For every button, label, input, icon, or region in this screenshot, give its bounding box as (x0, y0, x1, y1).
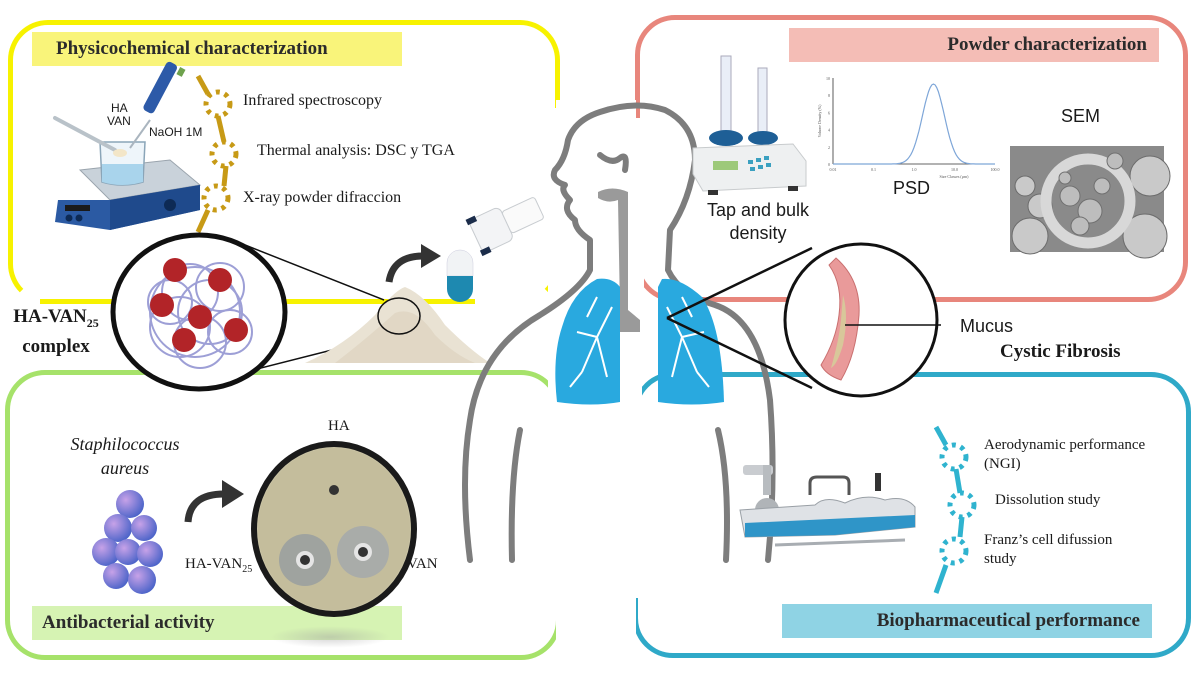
complex-nanoparticle-icon (110, 232, 288, 392)
psd-ytick-label: 0 (828, 162, 830, 167)
plate-label-van: VAN (407, 556, 438, 572)
psd-ytick-label: 6 (828, 110, 830, 115)
sem-label: SEM (1061, 106, 1101, 126)
psd-label: PSD (893, 178, 931, 198)
curved-arrow-icon (385, 244, 441, 283)
capsule-icon (446, 249, 474, 302)
mask-antibac-right (548, 374, 564, 614)
complex-label-main: HA-VAN (13, 306, 87, 327)
trachea-icon (598, 188, 640, 332)
complex-label-line2: complex (22, 335, 90, 357)
shadow-smudge (270, 626, 390, 648)
plate-label-ha-van: HA-VAN25 (185, 556, 252, 575)
organism-label: Staphilococcus aureus (60, 432, 190, 480)
technique-thermal: Thermal analysis: DSC y TGA (257, 142, 455, 159)
psd-ytick-label: 4 (828, 128, 830, 133)
mask-biopharm-left (628, 376, 642, 598)
staphylococcus-bacteria-icon (92, 490, 163, 594)
biopharm-title: Biopharmaceutical performance (782, 604, 1152, 638)
agar-plate-icon (251, 441, 417, 617)
technique-aerodynamic-line2: (NGI) (984, 456, 1021, 472)
curved-arrow-antibacterial-icon (184, 480, 244, 523)
beaker-icon (99, 141, 146, 186)
gold-dotted-chain-icon (195, 74, 239, 234)
mask-powder-left (630, 118, 644, 308)
tap-label-line2: density (729, 223, 787, 243)
psd-ytick-label: 8 (828, 93, 830, 98)
cystic-fibrosis-label: Cystic Fibrosis (1000, 341, 1121, 362)
psd-xtick-label: 0.01 (830, 167, 837, 172)
technique-dissolution: Dissolution study (995, 492, 1101, 508)
organism-line2: aureus (100, 458, 150, 478)
blue-dotted-chain-icon (933, 425, 977, 594)
technique-franz-line2: study (984, 551, 1017, 567)
airway-circle-icon (783, 242, 941, 398)
physicochemical-title: Physicochemical characterization (32, 32, 402, 66)
psd-chart: 0 2 4 6 8 10 0.01 0.1 1.0 10.0 100.0 Volume Density… (817, 76, 1000, 179)
technique-infrared: Infrared spectroscopy (243, 92, 383, 109)
psd-xtick-label: 100.0 (991, 167, 1000, 172)
plate-label-ha: HA (328, 418, 350, 434)
technique-franz: Franz’s cell difussion study (984, 531, 1112, 569)
psd-x-axis-label: Size Classes (µm) (940, 174, 970, 179)
technique-aerodynamic-line1: Aerodynamic performance (984, 437, 1146, 453)
technique-franz-line1: Franz’s cell difussion (984, 532, 1113, 548)
psd-y-axis-label: Volume Density (%) (817, 104, 822, 137)
ngi-impactor-icon (739, 465, 916, 547)
psd-ytick-label: 2 (828, 145, 830, 150)
sem-micrograph-image (1010, 146, 1171, 259)
psd-xtick-label: 0.1 (871, 167, 876, 172)
inhaler-device-icon (465, 197, 544, 257)
reagent-label-van: VAN (107, 114, 131, 128)
hotplate-beaker-illustration (53, 61, 202, 230)
plate-label-ha-van-sub: 25 (242, 564, 253, 575)
reagent-label-ha: HA (111, 101, 128, 115)
psd-ytick-label: 10 (826, 76, 830, 81)
mucus-label: Mucus (960, 316, 1014, 336)
complex-label: HA-VAN25 complex (4, 305, 108, 359)
psd-xtick-label: 1.0 (912, 167, 917, 172)
powder-title: Powder characterization (789, 28, 1159, 62)
plate-label-ha-van-main: HA-VAN (185, 556, 243, 572)
psd-distribution-curve (833, 83, 995, 165)
powder-zoom-circle (377, 297, 421, 335)
human-torso-outline-icon (462, 102, 776, 563)
spatula-icon (53, 116, 127, 157)
pipette-icon (129, 61, 186, 149)
powder-pile-icon (305, 287, 490, 363)
complex-label-sub: 25 (86, 315, 99, 330)
tap-label-line1: Tap and bulk (706, 200, 810, 220)
hotplate-icon (55, 159, 202, 230)
organism-line1: Staphilococcus (70, 434, 180, 454)
pipette-label-naoh: NaOH 1M (149, 125, 203, 139)
technique-xray: X-ray powder difraccion (243, 189, 402, 206)
tap-bulk-density-label: Tap and bulk density (698, 199, 818, 245)
lungs-icon (555, 278, 724, 405)
tap-density-tester-icon (692, 55, 807, 195)
psd-xtick-label: 10.0 (951, 167, 958, 172)
technique-aerodynamic: Aerodynamic performance (NGI) (984, 436, 1145, 474)
